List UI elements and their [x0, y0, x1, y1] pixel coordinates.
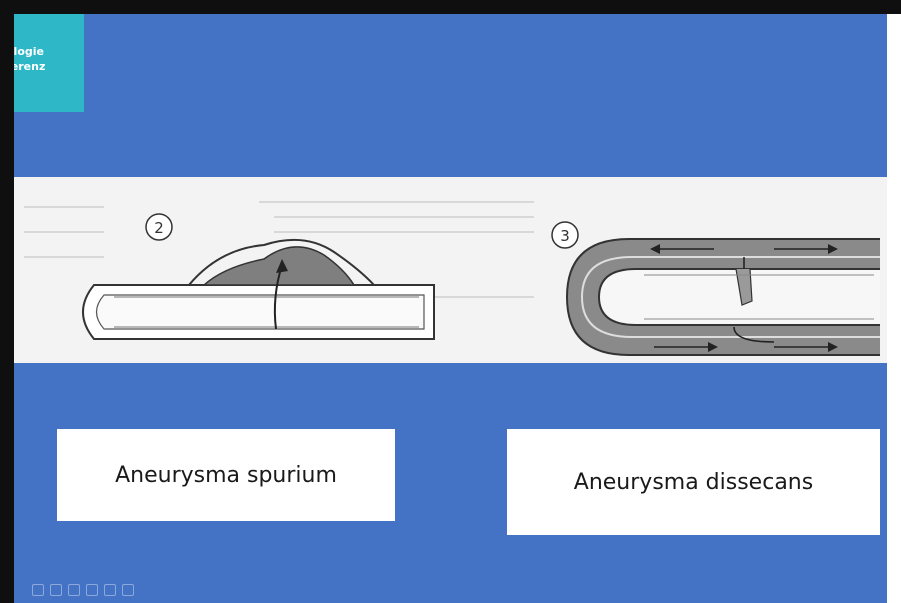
label-aneurysma-dissecans: Aneurysma dissecans	[507, 429, 880, 535]
figure-number-2: 2	[154, 219, 164, 237]
aneurysm-illustration: 2 3	[14, 177, 887, 363]
figure-3-dissecans: 3	[552, 222, 880, 355]
pen-icon[interactable]	[68, 584, 80, 596]
figure-number-3: 3	[560, 227, 570, 245]
play-icon[interactable]	[50, 584, 62, 596]
screen-icon[interactable]	[86, 584, 98, 596]
label-dissecans-text: Aneurysma dissecans	[574, 470, 813, 495]
video-letterbox-top	[0, 0, 901, 14]
slideshow-controls	[32, 584, 134, 596]
video-letterbox-left	[0, 0, 14, 603]
logo-line-2: ferenz	[14, 59, 84, 74]
label-aneurysma-spurium: Aneurysma spurium	[57, 429, 395, 521]
label-spurium-text: Aneurysma spurium	[115, 463, 337, 488]
zoom-icon[interactable]	[104, 584, 116, 596]
aneurysm-figure: 2 3	[14, 177, 887, 363]
logo-badge: ologie ferenz	[14, 14, 84, 112]
prev-icon[interactable]	[32, 584, 44, 596]
presentation-slide: ologie ferenz 2	[14, 14, 887, 603]
logo-line-1: ologie	[14, 44, 84, 59]
more-icon[interactable]	[122, 584, 134, 596]
